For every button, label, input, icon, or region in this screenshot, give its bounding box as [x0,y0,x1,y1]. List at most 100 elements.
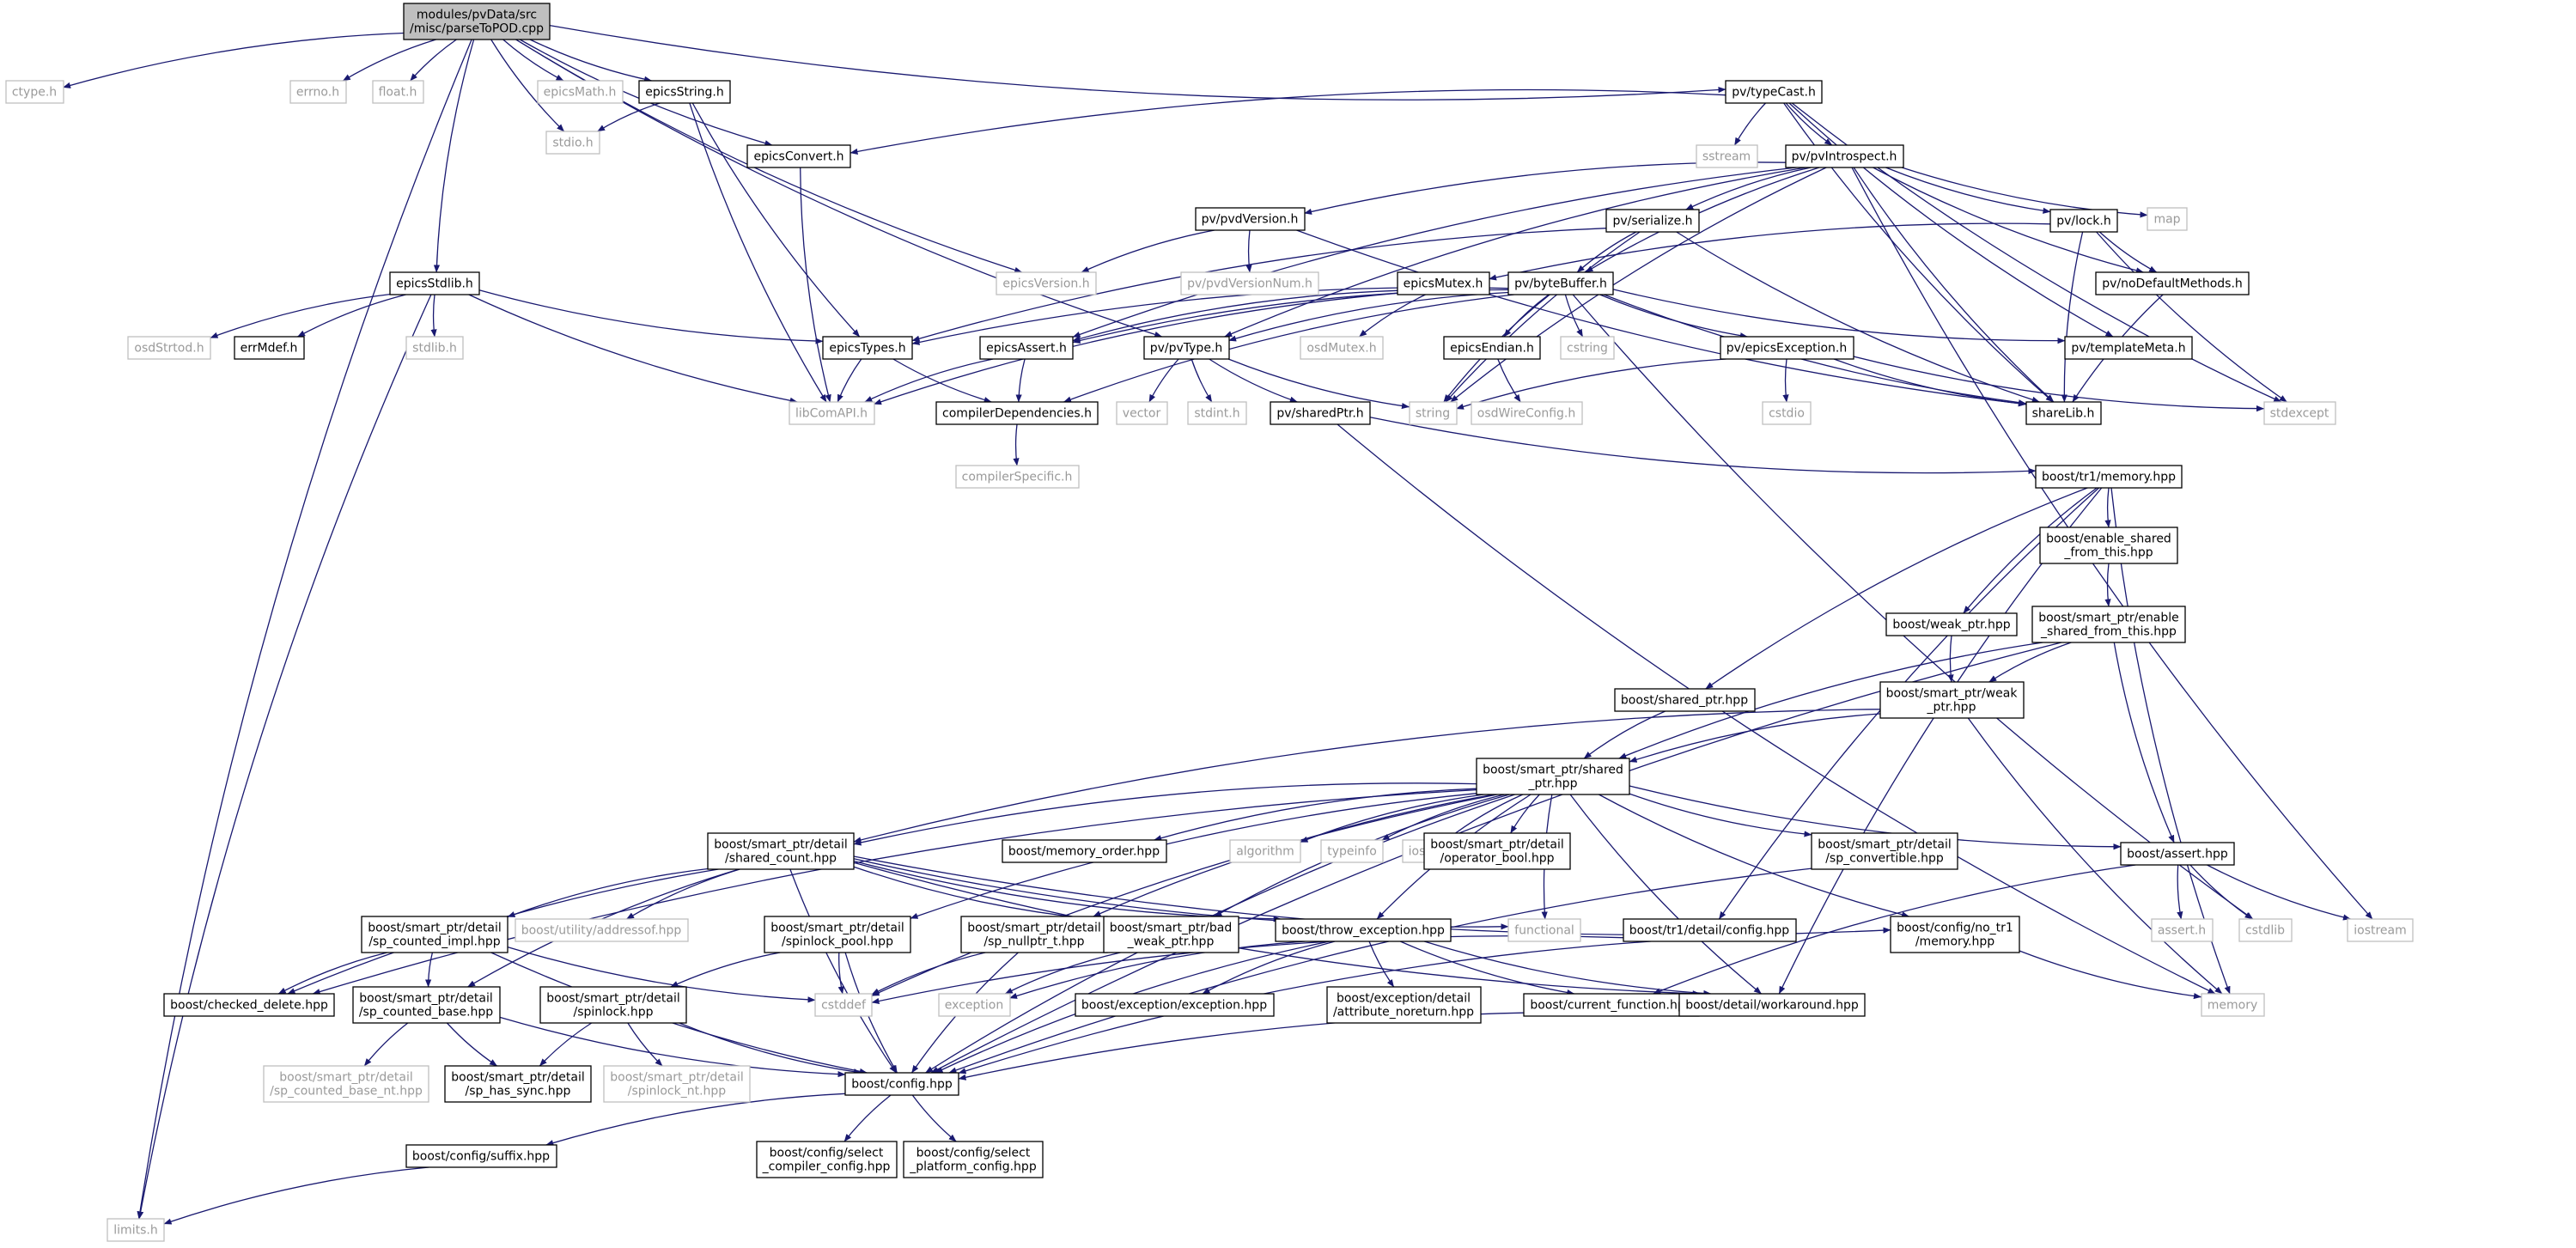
edge-byteBuffer-to-epicsEndian [1503,294,1550,338]
node-weakPtr[interactable]: boost/weak_ptr.hpp [1885,612,2018,636]
node-configHpp[interactable]: boost/config.hpp [844,1072,959,1096]
node-tr1memory[interactable]: boost/tr1/memory.hpp [2035,465,2183,489]
edge-spSharedPtr-to-spConvertible [1629,793,1812,837]
node-exceptionHpp[interactable]: boost/exception/exception.hpp [1075,993,1275,1017]
edge-spCountedBase-to-configHpp [499,1016,846,1078]
node-checkedDelete[interactable]: boost/checked_delete.hpp [163,993,335,1017]
node-lock[interactable]: pv/lock.h [2049,209,2118,233]
node-label: /sp_counted_base.hpp [359,1006,493,1020]
node-noTr1Memory[interactable]: boost/config/no_tr1/memory.hpp [1890,916,2020,953]
node-ctype: ctype.h [5,80,64,104]
node-pvIntrospect[interactable]: pv/pvIntrospect.h [1785,144,1904,168]
node-spNullptr[interactable]: boost/smart_ptr/detail/sp_nullptr_t.hpp [960,916,1108,953]
node-assertHpp[interactable]: boost/assert.hpp [2120,842,2235,866]
edge-root-to-epicsStdlib [433,39,475,273]
node-root[interactable]: modules/pvData/src/misc/parseToPOD.cpp [403,3,551,40]
node-serialize[interactable]: pv/serialize.h [1605,209,1700,233]
edge-root-to-epicsString [529,39,653,82]
node-label: /sp_has_sync.hpp [466,1085,571,1099]
node-box [1300,336,1384,360]
node-stdlib: stdlib.h [405,336,464,360]
node-box [1507,918,1581,942]
node-selectPlatform[interactable]: boost/config/select_platform_config.hpp [903,1141,1044,1178]
node-label: boost/smart_ptr/weak [1886,687,2019,701]
node-addressof: boost/utility/addressof.hpp [515,918,689,942]
edge-epicsException-to-shareLib [1833,358,2026,407]
edge-pvdVersion-to-pvdVersionNum [1245,229,1252,273]
edge-configHpp-to-selectPlatform [911,1094,957,1142]
node-box [1326,986,1482,1024]
node-box [537,80,624,104]
node-spConvertible[interactable]: boost/smart_ptr/detail/sp_convertible.hp… [1811,832,1958,870]
node-spCountedBase[interactable]: boost/smart_ptr/detail/sp_counted_base.h… [352,986,501,1024]
node-typeCast[interactable]: pv/typeCast.h [1725,80,1823,104]
node-label: stdlib.h [412,342,457,356]
node-shareLib[interactable]: shareLib.h [2025,401,2102,425]
edge-epicsAssert-to-libComAPI [864,358,994,403]
node-box [1614,688,1756,712]
node-box [844,1072,959,1096]
node-label: boost/utility/addressof.hpp [521,924,682,938]
node-tr1config[interactable]: boost/tr1/detail/config.hpp [1623,918,1797,942]
node-box [1275,918,1452,942]
node-pvType[interactable]: pv/pvType.h [1143,336,1230,360]
node-epicsString[interactable]: epicsString.h [638,80,731,104]
node-spWeakPtr[interactable]: boost/smart_ptr/weak_ptr.hpp [1879,681,2025,719]
edge-sharedPtr-to-memory [1337,423,2216,995]
node-currentFunction[interactable]: boost/current_function.hpp [1523,993,1700,1017]
node-compilerDependencies[interactable]: compilerDependencies.h [935,401,1099,425]
node-pvdVersion[interactable]: pv/pvdVersion.h [1195,207,1306,231]
node-box [2049,209,2118,233]
node-sharedPtrHpp[interactable]: boost/shared_ptr.hpp [1614,688,1756,712]
node-label: /sp_counted_base_nt.hpp [270,1085,423,1099]
node-throwException[interactable]: boost/throw_exception.hpp [1275,918,1452,942]
edge-weakPtr-to-spWeakPtr [1947,635,1954,683]
node-attrNoreturn[interactable]: boost/exception/detail/attribute_noretur… [1326,986,1482,1024]
node-label: epicsTypes.h [829,342,905,356]
edge-workaround-to-configHpp [958,1011,1680,1081]
node-box [352,986,501,1024]
edge-spNullptr-to-cstddef [871,952,986,995]
node-memoryOrder[interactable]: boost/memory_order.hpp [1002,839,1167,863]
edge-spinlock-to-configHpp [679,1022,862,1075]
node-operatorBool[interactable]: boost/smart_ptr/detail/operator_bool.hpp [1423,832,1571,870]
node-epicsException[interactable]: pv/epicsException.h [1720,336,1854,360]
node-box [1075,993,1275,1017]
node-epicsEndian[interactable]: epicsEndian.h [1443,336,1541,360]
node-spinlockPool[interactable]: boost/smart_ptr/detail/spinlock_pool.hpp [764,916,911,953]
node-spCountedImpl[interactable]: boost/smart_ptr/detail/sp_counted_impl.h… [361,916,509,953]
node-epicsStdlib[interactable]: epicsStdlib.h [389,271,480,295]
node-spinlock[interactable]: boost/smart_ptr/detail/spinlock.hpp [539,986,687,1024]
node-memory: memory [2201,993,2265,1017]
edge-pvdVersion-to-epicsVersion [1081,229,1215,273]
node-sharedPtr[interactable]: pv/sharedPtr.h [1270,401,1371,425]
node-label: functional [1514,924,1574,938]
node-spEnableShared[interactable]: boost/smart_ptr/enable_shared_from_this.… [2031,606,2186,643]
node-label: limits.h [113,1224,157,1238]
node-label: boost/exception/detail [1337,992,1471,1006]
node-spHasSync[interactable]: boost/smart_ptr/detail/sp_has_sync.hpp [444,1065,592,1103]
node-epicsConvert[interactable]: epicsConvert.h [746,144,851,168]
node-epicsAssert[interactable]: epicsAssert.h [979,336,1074,360]
node-enableSharedFromThis[interactable]: boost/enable_shared_from_this.hpp [2039,527,2178,564]
node-limits: limits.h [107,1218,165,1242]
node-byteBuffer[interactable]: pv/byteBuffer.h [1507,271,1614,295]
node-badWeakPtr[interactable]: boost/smart_ptr/bad_weak_ptr.hpp [1103,916,1239,953]
node-epicsMutex[interactable]: epicsMutex.h [1397,271,1490,295]
node-sharedCount[interactable]: boost/smart_ptr/detail/shared_count.hpp [707,832,855,870]
node-spSharedPtr[interactable]: boost/smart_ptr/shared_ptr.hpp [1476,758,1630,795]
node-errMdef[interactable]: errMdef.h [234,336,305,360]
node-suffix[interactable]: boost/config/suffix.hpp [405,1144,557,1168]
node-noDefaultMethods[interactable]: pv/noDefaultMethods.h [2095,271,2250,295]
node-templateMeta[interactable]: pv/templateMeta.h [2064,336,2193,360]
node-label: stdexcept [2270,407,2329,421]
node-box [2095,271,2250,295]
node-workaround[interactable]: boost/detail/workaround.hpp [1678,993,1866,1017]
edge-epicsMutex-to-osdMutex [1359,294,1426,338]
node-label: ctype.h [12,86,57,100]
node-selectCompiler[interactable]: boost/config/select_compiler_config.hpp [756,1141,898,1178]
node-epicsTypes[interactable]: epicsTypes.h [822,336,913,360]
node-box [1103,916,1239,953]
node-box [263,1065,429,1103]
node-box [960,916,1108,953]
